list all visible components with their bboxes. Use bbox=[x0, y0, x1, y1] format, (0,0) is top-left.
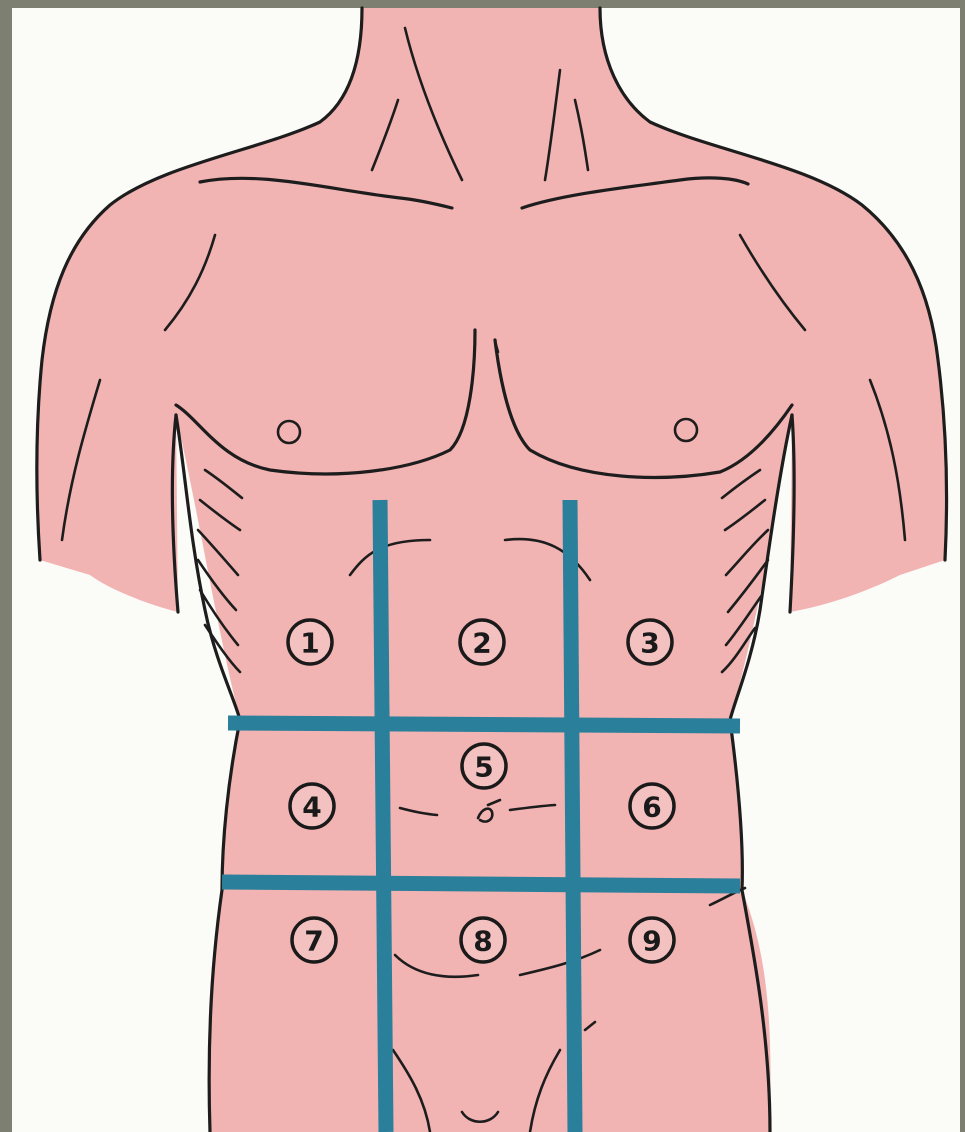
region-marker-6: 6 bbox=[630, 784, 674, 828]
region-label-8: 8 bbox=[473, 925, 492, 958]
region-label-3: 3 bbox=[640, 627, 659, 660]
right-vertical-line bbox=[570, 500, 575, 1132]
region-label-7: 7 bbox=[304, 925, 323, 958]
region-marker-7: 7 bbox=[292, 918, 336, 962]
region-marker-9: 9 bbox=[630, 918, 674, 962]
upper-horizontal-line bbox=[228, 723, 740, 726]
region-label-4: 4 bbox=[302, 791, 321, 824]
region-marker-5: 5 bbox=[462, 744, 506, 788]
region-marker-3: 3 bbox=[628, 620, 672, 664]
region-label-2: 2 bbox=[472, 627, 491, 660]
region-marker-1: 1 bbox=[288, 620, 332, 664]
region-marker-4: 4 bbox=[290, 784, 334, 828]
region-label-9: 9 bbox=[642, 925, 661, 958]
left-vertical-line bbox=[380, 500, 386, 1132]
region-label-1: 1 bbox=[300, 627, 319, 660]
region-label-6: 6 bbox=[642, 791, 661, 824]
region-marker-8: 8 bbox=[461, 918, 505, 962]
lower-horizontal-line bbox=[222, 882, 740, 886]
region-marker-2: 2 bbox=[460, 620, 504, 664]
region-label-5: 5 bbox=[474, 751, 493, 784]
